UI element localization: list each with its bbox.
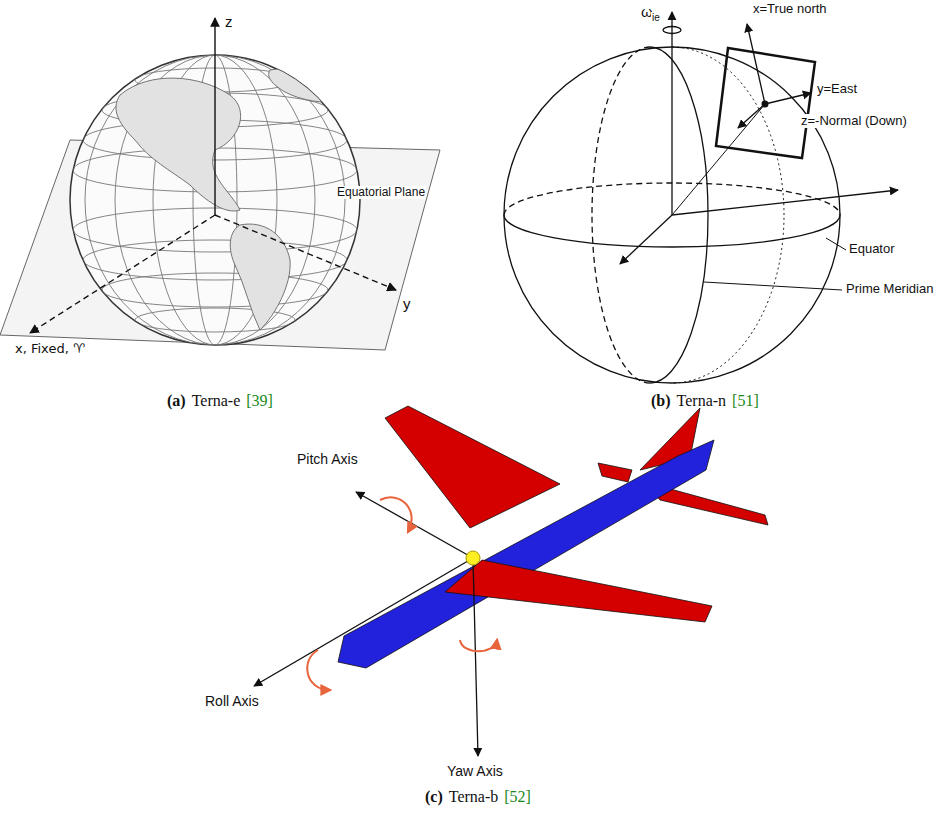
axis-label: y [402,296,412,313]
axis-label: x=True north [752,2,828,16]
leader-label: Prime Meridian [845,282,934,296]
caption-tag: (b) [651,392,671,410]
caption-text: Terna-b [449,788,499,806]
citation-number: [39] [246,392,273,410]
airplane [338,406,768,668]
leader-lines [704,238,846,290]
subfigure-caption: (b) Terna-n [51] [651,392,759,410]
axes-n [620,12,898,264]
center-of-mass [466,551,480,565]
tangent-plane [716,24,815,158]
axis-label: Yaw Axis [446,764,504,779]
subfigure-caption: (c) Terna-b [52] [425,788,531,806]
caption-tag: (c) [425,788,443,806]
axis-label: Pitch Axis [296,452,359,467]
plane-label: Equatorial Plane [336,186,426,199]
rotation-arrows [307,497,497,690]
axis-label: Roll Axis [204,694,260,709]
caption-text: Terna-e [192,392,241,410]
caption-tag: (a) [167,392,186,410]
axis-label: z [224,14,234,31]
citation-number: [52] [504,788,531,806]
body-axes [254,492,478,756]
subfigure-caption: (a) Terna-e [39] [167,392,273,410]
axis-label: z=-Normal (Down) [800,114,908,128]
caption-text: Terna-n [677,392,727,410]
axes-e [30,18,396,333]
citation-number: [51] [732,392,759,410]
axis-subscript: ie [651,12,661,23]
axis-label: y=East [816,82,858,96]
leader-label: Equator [848,242,896,256]
axis-label: x, Fixed, ♈ [14,342,86,356]
